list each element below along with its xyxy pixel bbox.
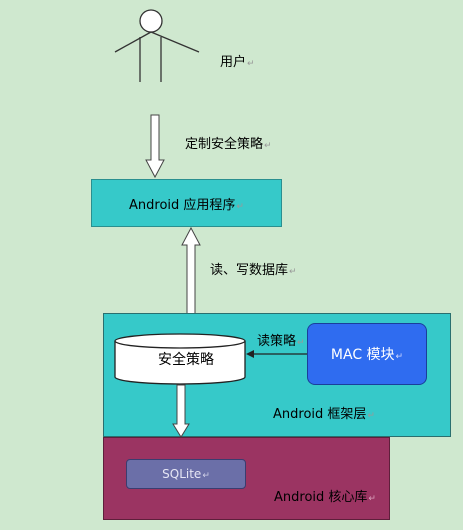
core-library-label: Android 核心库↵	[274, 490, 376, 505]
arrow-mac-to-policy	[246, 350, 307, 358]
user-icon	[114, 9, 200, 82]
policy-database-icon	[114, 333, 246, 385]
user-label: 用户↵	[220, 55, 255, 70]
mac-module-box: MAC 模块↵	[307, 323, 427, 385]
mac-module-label: MAC 模块↵	[330, 347, 404, 363]
arrow-user-to-app	[145, 114, 165, 179]
arrow-policy-to-core	[172, 384, 190, 438]
framework-layer-label: Android 框架层↵	[273, 407, 375, 422]
app-layer-label: Android 应用程序↵	[129, 197, 244, 213]
edge-label-user-to-app: 定制安全策略↵	[185, 137, 272, 152]
policy-label: 安全策略	[158, 352, 214, 368]
app-layer-box: Android 应用程序↵	[91, 179, 282, 227]
sqlite-label: SQLite↵	[162, 467, 210, 481]
edge-label-app-to-policy: 读、写数据库↵	[210, 263, 297, 278]
edge-label-mac-to-policy: 读策略↵	[257, 334, 305, 349]
sqlite-box: SQLite↵	[126, 459, 246, 489]
